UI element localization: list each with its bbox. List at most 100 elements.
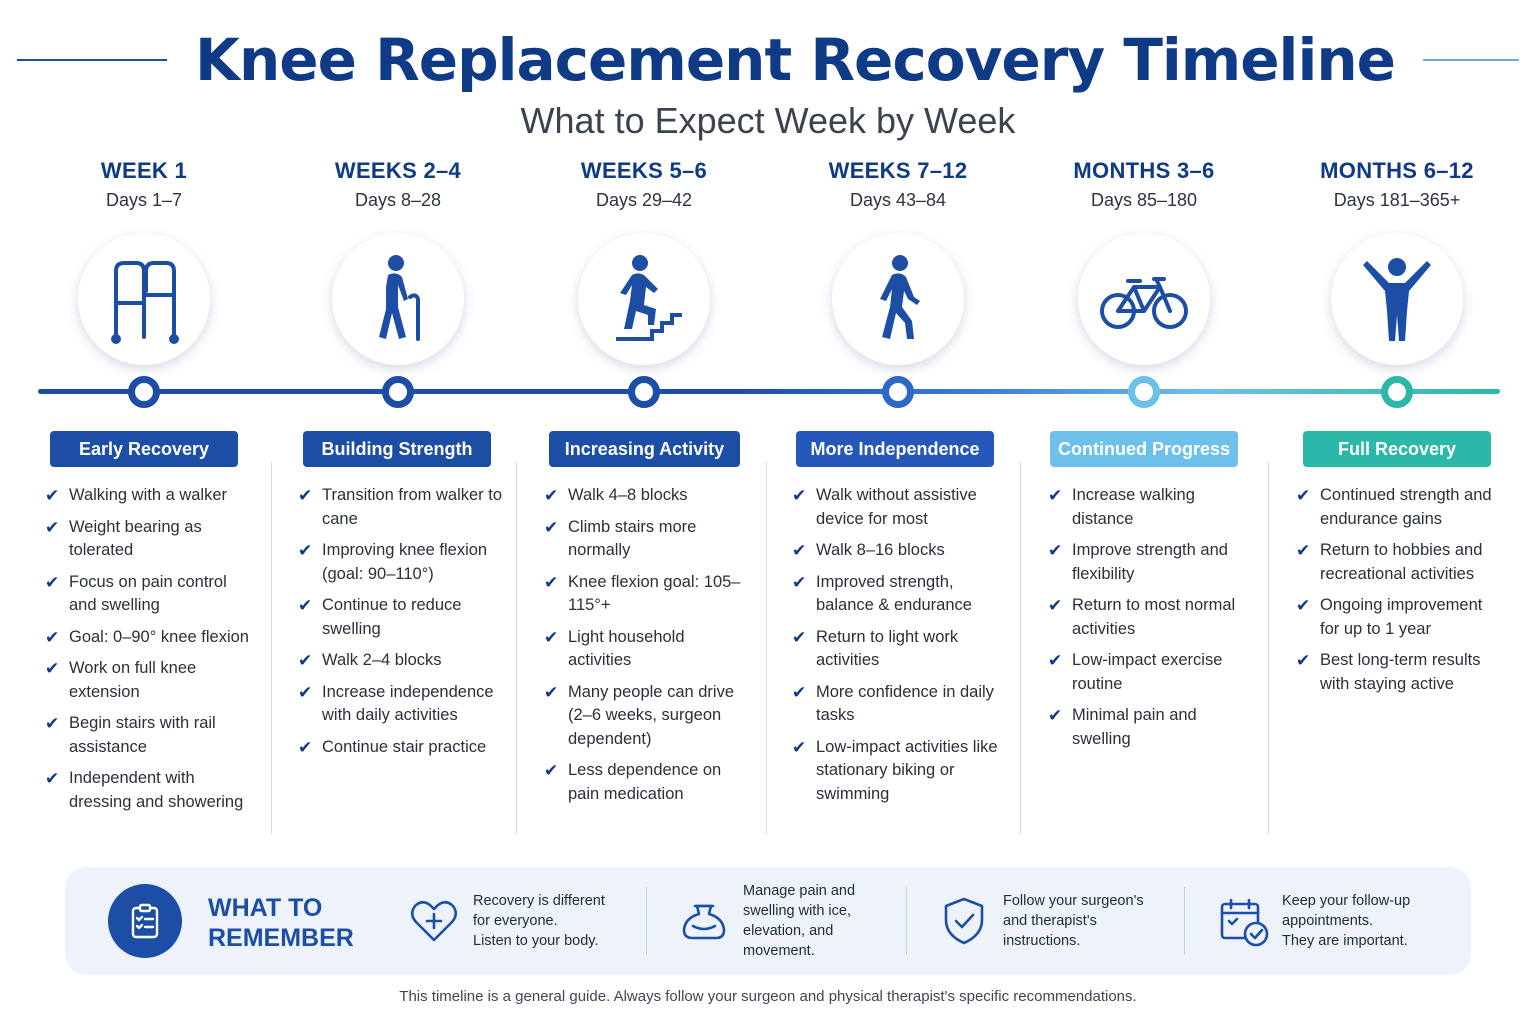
tip-line: instructions. (1003, 933, 1081, 949)
timeline-dot (882, 376, 914, 408)
stage-label-building-strength: Building Strength (303, 431, 491, 467)
column-week-label: WEEK 1 (100, 158, 188, 183)
milestone-item: ✔Less dependence on pain medication (544, 759, 744, 806)
column-days-label: Days 181–365+ (1333, 190, 1461, 210)
milestone-text: Improved strength, balance & endurance (816, 572, 972, 615)
milestone-text: Walk 2–4 blocks (322, 651, 442, 669)
shield-check-icon (944, 897, 984, 945)
milestone-item: ✔ Climb stairs more normally (544, 516, 744, 563)
tip-line: for everyone. (473, 913, 558, 929)
what-to-remember-title-line: WHAT TO (208, 894, 323, 922)
tip-line: swelling with ice, (743, 903, 851, 919)
column-weeks-2-4: WEEKS 2–4 Days 8–28 (273, 158, 523, 365)
footer-disclaimer: This timeline is a general guide. Always… (399, 988, 1137, 1005)
checkmark-icon: ✔ (792, 486, 807, 505)
milestone-text: Increase independence with daily activit… (322, 682, 494, 725)
bicycle-icon (1078, 233, 1210, 365)
tip-ice-elevation: Manage pain and swelling with ice, eleva… (677, 867, 855, 975)
milestone-text: Walk 8–16 blocks (816, 541, 945, 559)
page-title: Knee Replacement Recovery Timeline (195, 26, 1396, 94)
timeline-dot (1381, 376, 1413, 408)
column-week-label: MONTHS 3–6 (1073, 158, 1215, 183)
column-week-label: MONTHS 6–12 (1320, 158, 1474, 183)
milestone-text: Improve strength and flexibility (1072, 541, 1228, 583)
milestone-text: Minimal pain and swelling (1072, 706, 1197, 748)
milestone-list: ✔Transition from walker to cane✔Improvin… (298, 484, 508, 767)
stage-label-full-recovery: Full Recovery (1303, 431, 1491, 467)
what-to-remember-title: WHAT TO REMEMBER (208, 893, 354, 953)
heart-plus-icon (410, 900, 458, 942)
column-divider (766, 462, 767, 834)
milestone-text: Return to hobbies and recreational activ… (1320, 541, 1483, 583)
milestone-item: ✔Best long-term results with staying act… (1296, 649, 1506, 696)
milestone-text: Continued strength and endurance gains (1320, 486, 1492, 528)
tip-line: Recovery is different (473, 893, 605, 909)
column-months-3-6: MONTHS 3–6 Days 85–180 (1019, 158, 1269, 365)
milestone-text: Independent with dressing and showering (69, 769, 244, 811)
milestone-list: ✔Walk without assistive device for most✔… (792, 484, 1002, 814)
checkmark-icon: ✔ (1048, 541, 1063, 560)
checkmark-icon: ✔ (792, 541, 807, 560)
person-walking-icon (832, 233, 964, 365)
milestone-list: ✔Walk 4–8 blocks✔Climb stairs more norma… (544, 484, 744, 814)
tip-line: movement. (743, 943, 815, 959)
milestone-item: ✔Improving knee flexion (goal: 90–110°) (298, 539, 508, 586)
milestone-text: Many people can drive (2–6 weeks, surgeo… (568, 682, 735, 748)
milestone-item: ✔Return to light work activities (792, 626, 1002, 673)
checkmark-icon: ✔ (298, 486, 313, 505)
checkmark-icon: ✔ (45, 627, 60, 647)
what-to-remember-panel: WHAT TO REMEMBER Recovery is different f… (65, 867, 1471, 975)
milestone-text: Weight bearing as tolerated (69, 517, 202, 560)
milestone-item: ✔Continued strength and endurance gains (1296, 484, 1506, 531)
column-week-label: WEEKS 5–6 (580, 158, 708, 183)
milestone-text: Improving knee flexion (goal: 90–110°) (322, 541, 488, 583)
tip-line: Manage pain and (743, 883, 856, 899)
column-divider (516, 462, 517, 834)
checkmark-icon: ✔ (792, 682, 807, 702)
milestone-text: Walking with a walker (69, 486, 228, 504)
tip-line: Keep your follow-up (1282, 893, 1411, 909)
checkmark-icon: ✔ (45, 572, 60, 592)
checkmark-icon: ✔ (1048, 596, 1063, 615)
tip-follow-up-appointments: Keep your follow-up appointments. They a… (1216, 867, 1410, 975)
column-divider (1268, 462, 1269, 834)
column-days-label: Days 29–42 (595, 190, 693, 210)
milestone-text: Increase walking distance (1072, 486, 1195, 528)
milestone-text: Goal: 0–90° knee flexion (69, 627, 249, 646)
tip-line: They are important. (1282, 933, 1408, 949)
tip-text: Follow your surgeon's and therapist's in… (1003, 891, 1144, 951)
title-rule-right (1422, 59, 1519, 61)
tip-text: Keep your follow-up appointments. They a… (1282, 891, 1410, 951)
milestone-item: ✔Minimal pain and swelling (1048, 704, 1248, 751)
milestone-item: ✔Return to most normal activities (1048, 594, 1248, 641)
milestone-text: Climb stairs more normally (568, 517, 697, 560)
checkmark-icon: ✔ (544, 761, 559, 780)
checkmark-icon: ✔ (792, 627, 807, 647)
milestone-item: ✔Focus on pain control and swelling (45, 571, 255, 618)
checkmark-icon: ✔ (298, 682, 313, 702)
timeline-dot (128, 376, 160, 408)
milestone-text: Low-impact exercise routine (1072, 651, 1223, 693)
timeline-dot (1128, 376, 1160, 408)
checkmark-icon: ✔ (1296, 541, 1311, 560)
calendar-check-icon (1220, 898, 1269, 947)
checkmark-icon: ✔ (45, 769, 60, 788)
column-divider (271, 462, 272, 834)
checkmark-icon: ✔ (298, 737, 313, 757)
person-climbing-stairs-icon (578, 233, 710, 365)
milestone-item: ✔Transition from walker to cane (298, 484, 508, 531)
column-days-label: Days 85–180 (1090, 190, 1198, 210)
clipboard-checklist-icon (108, 884, 182, 958)
tip-line: Listen to your body. (473, 933, 599, 949)
column-days-label: Days 43–84 (849, 190, 947, 210)
milestone-item: ✔Continue to reduce swelling (298, 594, 508, 641)
milestone-text: Best long-term results with staying acti… (1320, 651, 1481, 693)
checkmark-icon: ✔ (544, 517, 559, 537)
stage-label-increasing-activity: Increasing Activity (549, 431, 740, 467)
milestone-item: ✔Low-impact exercise routine (1048, 649, 1248, 696)
tip-text: Recovery is different for everyone. List… (473, 891, 605, 951)
ice-pack-icon (682, 904, 726, 940)
milestone-item: ✔Walking with a walker (45, 484, 255, 508)
milestone-item: ✔Light household activities (544, 626, 744, 673)
person-celebrating-icon (1331, 233, 1463, 365)
